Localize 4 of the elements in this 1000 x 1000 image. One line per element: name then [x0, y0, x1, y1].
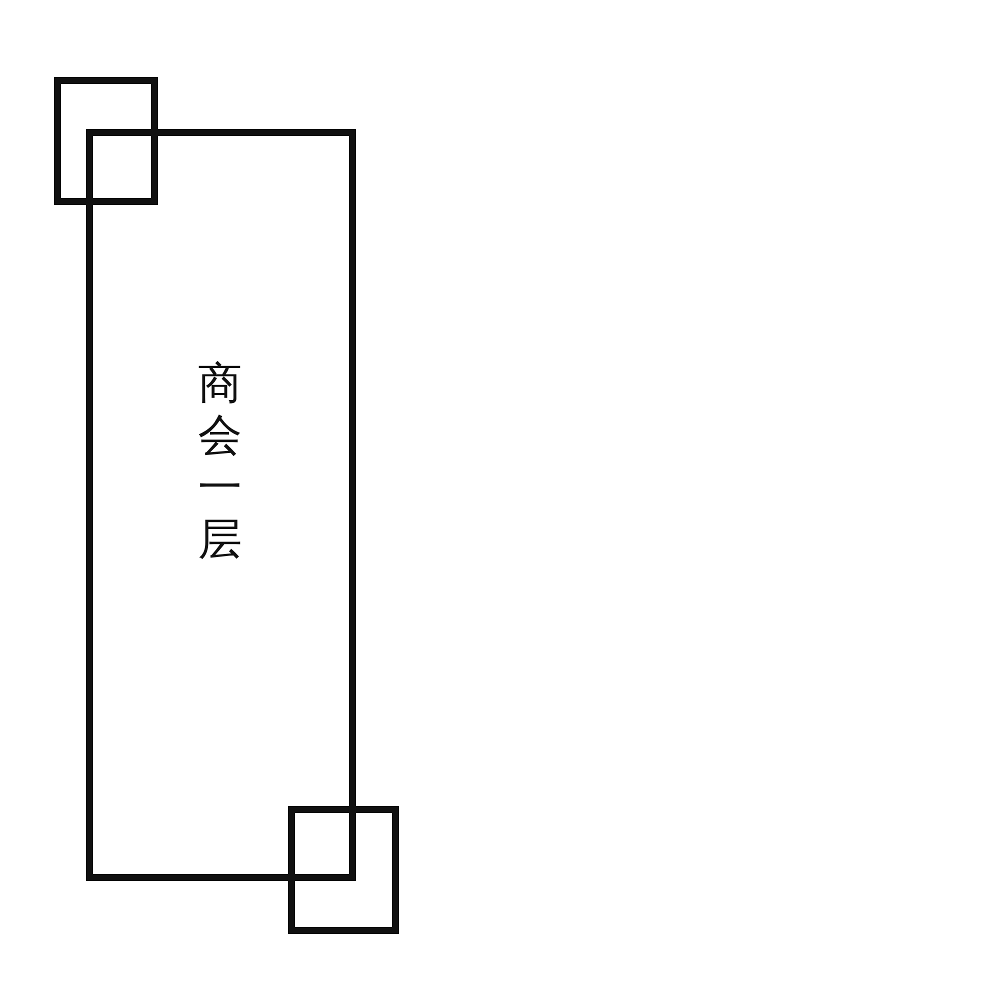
floor-label: 商会一层	[197, 358, 243, 566]
corner-square	[288, 806, 399, 934]
corner-square	[54, 77, 158, 205]
panel-frame	[86, 129, 356, 881]
